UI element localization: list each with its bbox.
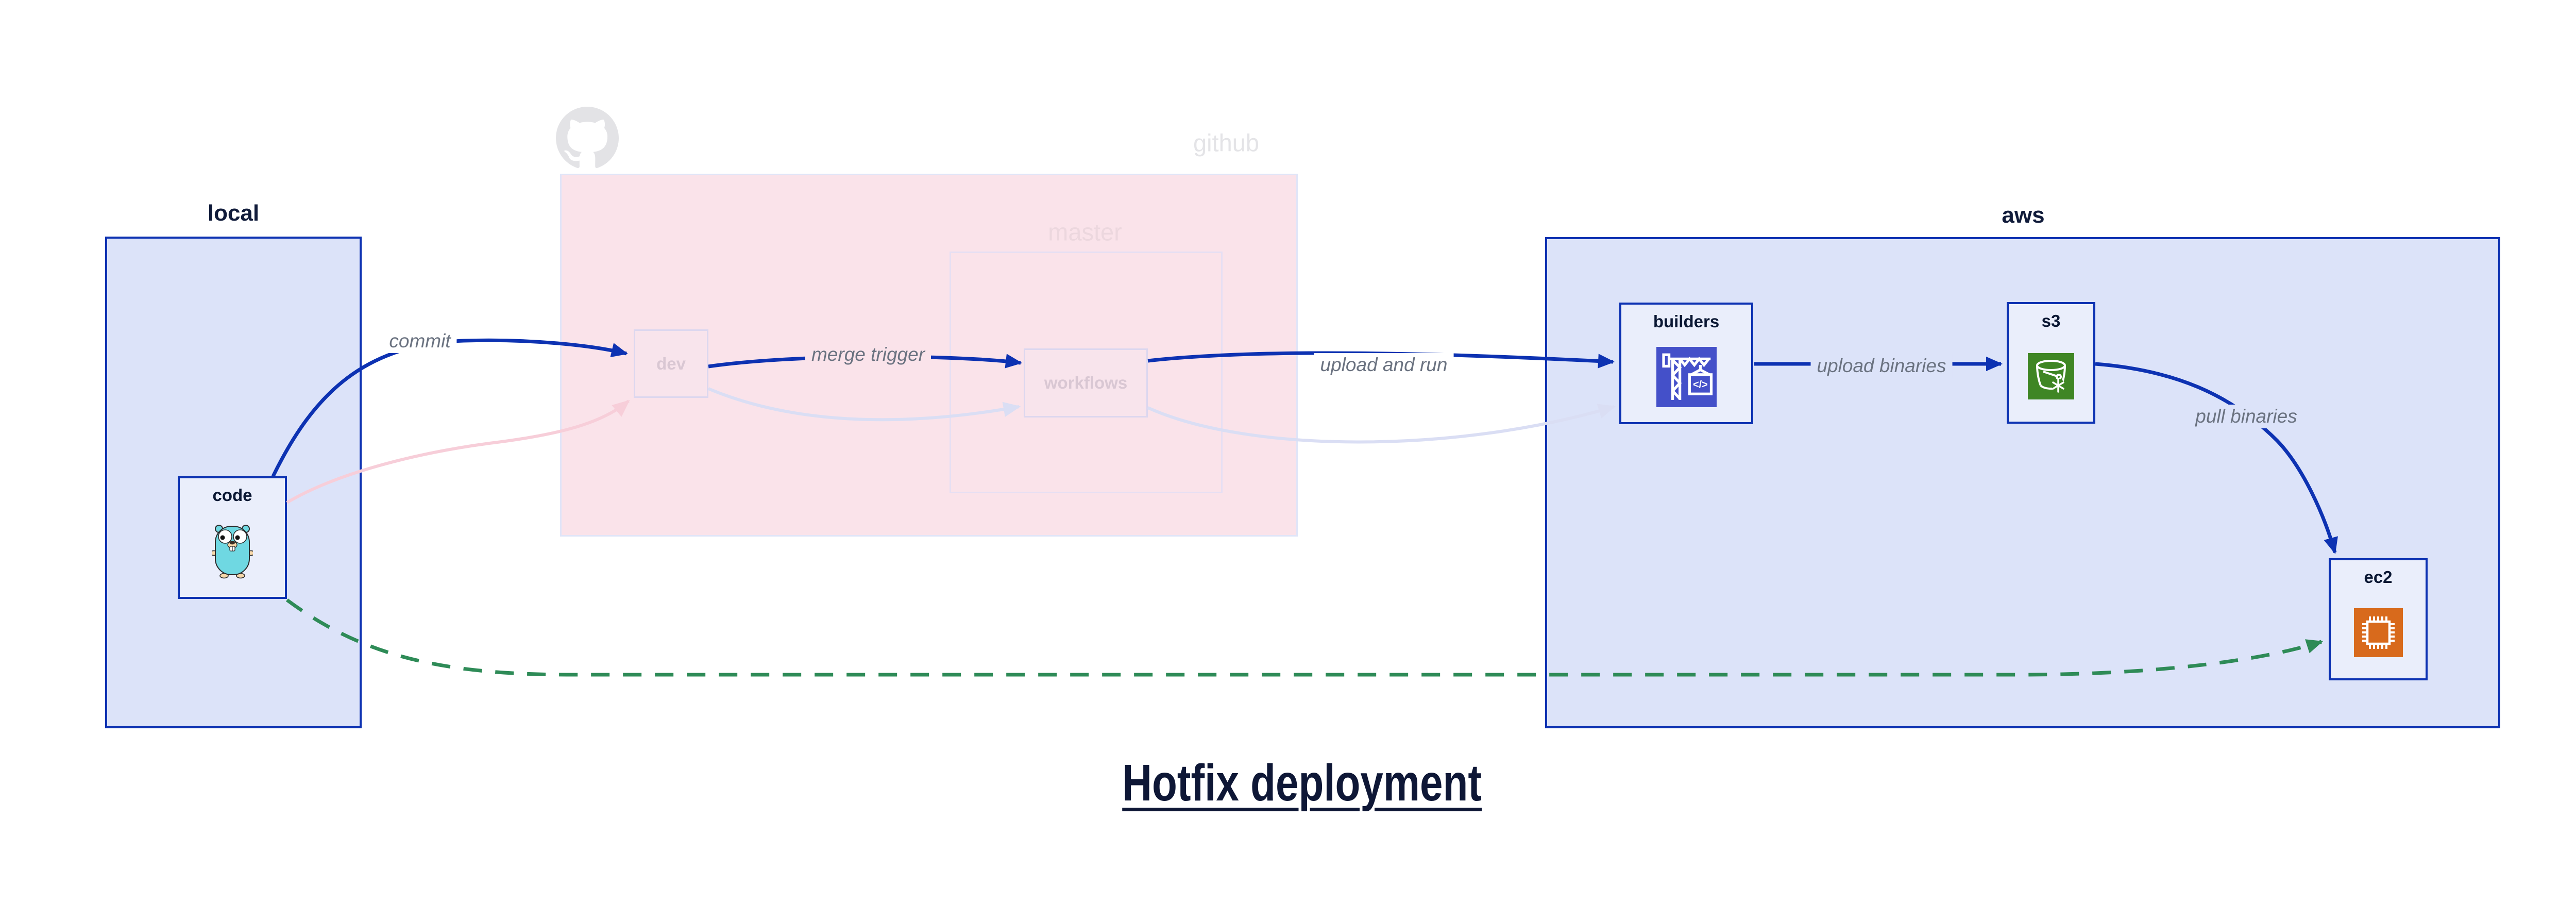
node-s3: s3 xyxy=(2007,302,2095,424)
github-octocat-icon xyxy=(556,107,619,168)
node-dev: dev xyxy=(634,329,708,398)
diagram-title: Hotfix deployment xyxy=(1122,754,1482,812)
go-gopher-icon xyxy=(212,505,253,597)
node-label-s3: s3 xyxy=(2041,311,2061,330)
node-label-ec2: ec2 xyxy=(2364,567,2393,587)
edge-commit xyxy=(271,338,629,477)
edge-label-pull-binaries: pull binaries xyxy=(2189,405,2303,428)
edge-label-merge-trigger: merge trigger xyxy=(805,343,931,366)
edge-label-commit: commit xyxy=(383,329,457,353)
ec2-chip-icon xyxy=(2353,587,2403,678)
cluster-master xyxy=(950,252,1223,493)
node-label-builders: builders xyxy=(1653,312,1720,331)
node-builders: builders </> xyxy=(1619,303,1753,424)
cluster-label-github: github xyxy=(1193,129,1260,157)
node-label-code: code xyxy=(212,486,252,505)
edge-pull-binaries xyxy=(2095,362,2338,555)
edge-commit-faded xyxy=(286,399,630,504)
node-ec2: ec2 xyxy=(2329,558,2428,680)
edge-hotfix-dashed xyxy=(285,598,2324,677)
s3-glacier-bucket-icon xyxy=(2028,331,2074,422)
cluster-label-aws: aws xyxy=(2002,203,2045,228)
cluster-label-local: local xyxy=(207,201,260,226)
codebuild-crane-icon: </> xyxy=(1656,331,1717,422)
cluster-label-master: master xyxy=(1048,218,1122,246)
codebuild-code-glyph: </> xyxy=(1693,379,1708,390)
node-code: code xyxy=(178,476,287,599)
edge-dev-workflows-faded xyxy=(707,387,1021,422)
diagram-title-row: Hotfix deployment xyxy=(0,754,2576,813)
node-label-dev: dev xyxy=(656,354,686,373)
edge-label-upload-and-run: upload and run xyxy=(1314,353,1454,377)
node-label-workflows: workflows xyxy=(1044,373,1128,392)
node-workflows: workflows xyxy=(1024,348,1148,417)
edge-workflows-builders-faded xyxy=(1147,404,1616,444)
edge-label-upload-binaries: upload binaries xyxy=(1810,354,1953,378)
